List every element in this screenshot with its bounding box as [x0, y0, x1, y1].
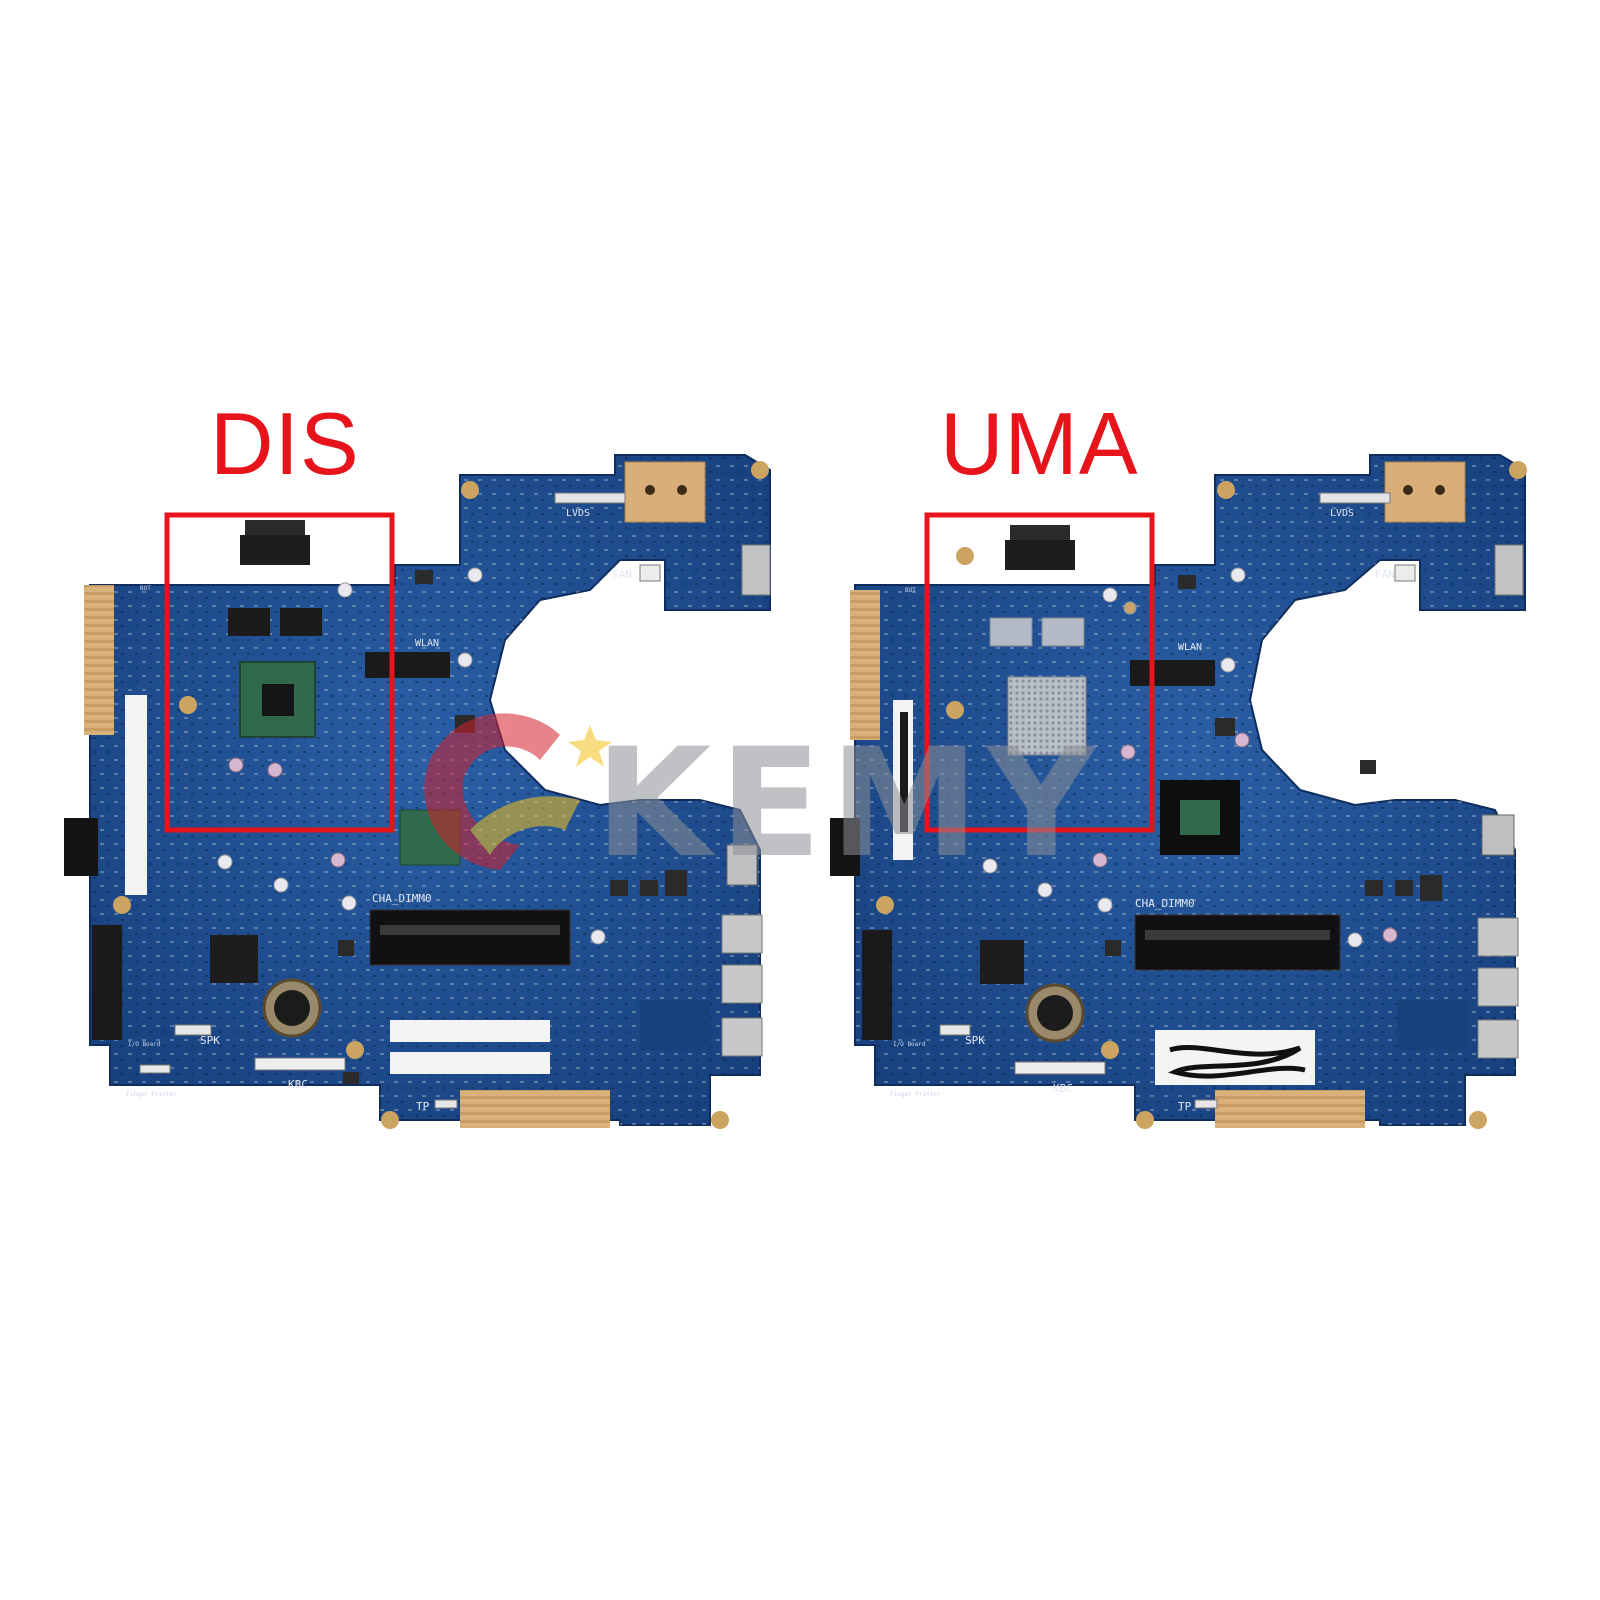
usb-port	[1477, 967, 1519, 1007]
io-board-label: I/O Board	[128, 1041, 161, 1048]
logo-swoosh-yellow	[470, 796, 580, 855]
bot-label: BOT	[905, 587, 916, 594]
star-icon	[568, 725, 612, 767]
fan-label: FAN	[1375, 568, 1395, 581]
dimm-label: CHA_DIMM0	[372, 892, 432, 905]
gpu-chip	[239, 661, 316, 738]
usb-port	[1477, 917, 1519, 957]
ec-chip	[980, 940, 1024, 984]
battery-connector	[240, 535, 310, 565]
odd-connector	[862, 930, 892, 1040]
empty-vram-pad	[989, 617, 1033, 647]
bottom-contacts	[460, 1090, 610, 1128]
mount-hole	[1217, 481, 1235, 499]
hdmi-port	[1481, 814, 1515, 856]
usb-c-port	[741, 544, 771, 596]
io-board-label: I/O Board	[893, 1041, 926, 1048]
wlan-label: WLAN	[1178, 642, 1202, 653]
watermark-text: KEMY	[595, 717, 1104, 891]
ec-chip	[210, 935, 258, 983]
usb-port	[721, 914, 763, 954]
dimm-label: CHA_DIMM0	[1135, 897, 1195, 910]
uma-highlight-box	[924, 512, 1155, 833]
bot-label: BOT	[140, 585, 151, 592]
sticker	[1155, 1030, 1315, 1085]
fan-label: FAN	[612, 568, 632, 581]
wlan-slot	[365, 652, 450, 678]
dis-highlight-box	[164, 512, 395, 833]
usb-port	[1477, 1019, 1519, 1059]
hdmi-port	[726, 844, 758, 886]
dis-caption: DIS	[210, 394, 360, 493]
vram-chip	[280, 608, 322, 636]
logo-swoosh-red	[424, 713, 560, 870]
dc-jack-plate	[1384, 461, 1466, 523]
usb-port	[721, 1017, 763, 1057]
wlan-slot	[1130, 660, 1215, 686]
sticker	[390, 1052, 550, 1074]
kbc-connector	[1014, 1061, 1106, 1075]
kbc-connector	[254, 1057, 346, 1071]
label-sticker	[125, 695, 147, 895]
sticker	[390, 1020, 550, 1042]
sata-connector	[64, 818, 98, 876]
vram-chip	[228, 608, 270, 636]
tp-label: TP	[1178, 1100, 1192, 1113]
empty-vram-pad	[1041, 617, 1085, 647]
mount-hole	[461, 481, 479, 499]
tp-label: TP	[416, 1100, 430, 1113]
wlan-label: WLAN	[415, 638, 439, 649]
kemy-watermark: KEMY	[424, 713, 1104, 891]
kbc-label: KBC	[1053, 1082, 1073, 1095]
dc-jack-plate	[624, 461, 706, 523]
spk-label: SPK	[965, 1034, 985, 1047]
usb-port	[721, 964, 763, 1004]
sata-connector	[830, 818, 860, 876]
uma-motherboard: LVDS FAN WLAN CHA_DIMM0 SPK KBC TP I/O B…	[830, 454, 1527, 1129]
finger-printer-label: Finger Printer	[126, 1091, 177, 1098]
dimm-slot	[369, 909, 571, 966]
lvds-connector	[554, 492, 626, 504]
dimm-slot	[1134, 914, 1341, 971]
usb-c-port	[1494, 544, 1524, 596]
kbc-label: KBC	[288, 1078, 308, 1091]
finger-printer-label: Finger Printer	[890, 1091, 941, 1098]
spk-label: SPK	[200, 1034, 220, 1047]
edge-connector	[84, 585, 114, 735]
odd-connector	[92, 925, 122, 1040]
lvds-label: LVDS	[1330, 508, 1354, 519]
edge-connector	[850, 590, 880, 740]
fan-connector	[639, 564, 661, 582]
battery-connector	[1005, 540, 1075, 570]
empty-gpu-pad	[1007, 676, 1087, 756]
lvds-connector	[1319, 492, 1391, 504]
bottom-contacts	[1215, 1090, 1365, 1128]
scribble	[1167, 1045, 1306, 1079]
fan-connector	[1394, 564, 1416, 582]
lvds-label: LVDS	[566, 508, 590, 519]
uma-caption: UMA	[940, 394, 1139, 493]
